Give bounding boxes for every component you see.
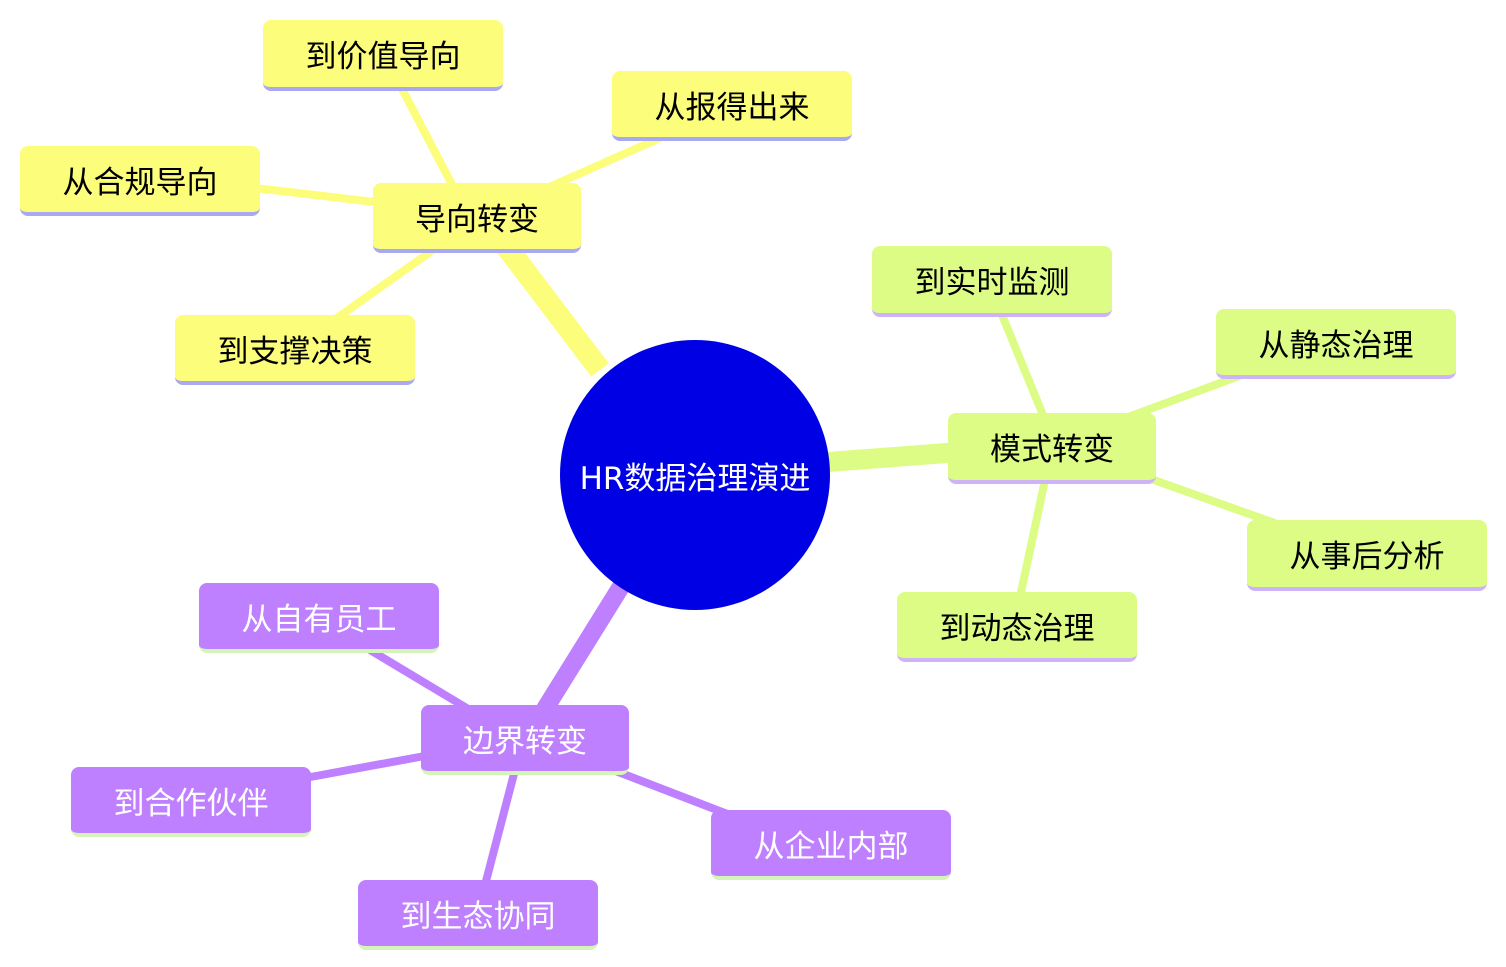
branch-boundary[interactable]: 边界转变 — [421, 705, 629, 775]
branch-orientation[interactable]: 导向转变 — [373, 183, 581, 253]
leaf-to-decision-support[interactable]: 到支撑决策 — [175, 315, 415, 385]
link-root-mode — [827, 442, 961, 472]
link-boundary-employee — [367, 646, 473, 714]
link-boundary-ecosystem — [481, 768, 519, 887]
link-root-boundary — [527, 580, 630, 730]
leaf-to-ecosystem-collaboration[interactable]: 到生态协同 — [358, 880, 598, 950]
leaf-from-compliance[interactable]: 从合规导向 — [20, 146, 260, 216]
link-boundary-partner — [304, 751, 431, 782]
link-mode-realtime — [996, 308, 1049, 422]
leaf-to-partners[interactable]: 到合作伙伴 — [71, 767, 311, 837]
root-node[interactable]: HR数据治理演进 — [560, 340, 830, 610]
leaf-from-reportable[interactable]: 从报得出来 — [612, 71, 852, 141]
leaf-to-realtime-monitoring[interactable]: 到实时监测 — [872, 246, 1112, 317]
link-mode-afterwards — [1138, 471, 1282, 529]
leaf-from-within-enterprise[interactable]: 从企业内部 — [711, 810, 951, 880]
leaf-to-value-oriented[interactable]: 到价值导向 — [263, 20, 503, 91]
link-mode-dynamic — [1016, 479, 1049, 598]
leaf-from-static-governance[interactable]: 从静态治理 — [1216, 309, 1456, 379]
leaf-from-post-analysis[interactable]: 从事后分析 — [1247, 520, 1487, 591]
leaf-to-dynamic-governance[interactable]: 到动态治理 — [897, 592, 1137, 662]
link-mode-static — [1118, 368, 1252, 424]
link-orientation-value — [396, 83, 464, 202]
branch-mode[interactable]: 模式转变 — [948, 413, 1156, 484]
leaf-from-own-employees[interactable]: 从自有员工 — [199, 583, 439, 653]
